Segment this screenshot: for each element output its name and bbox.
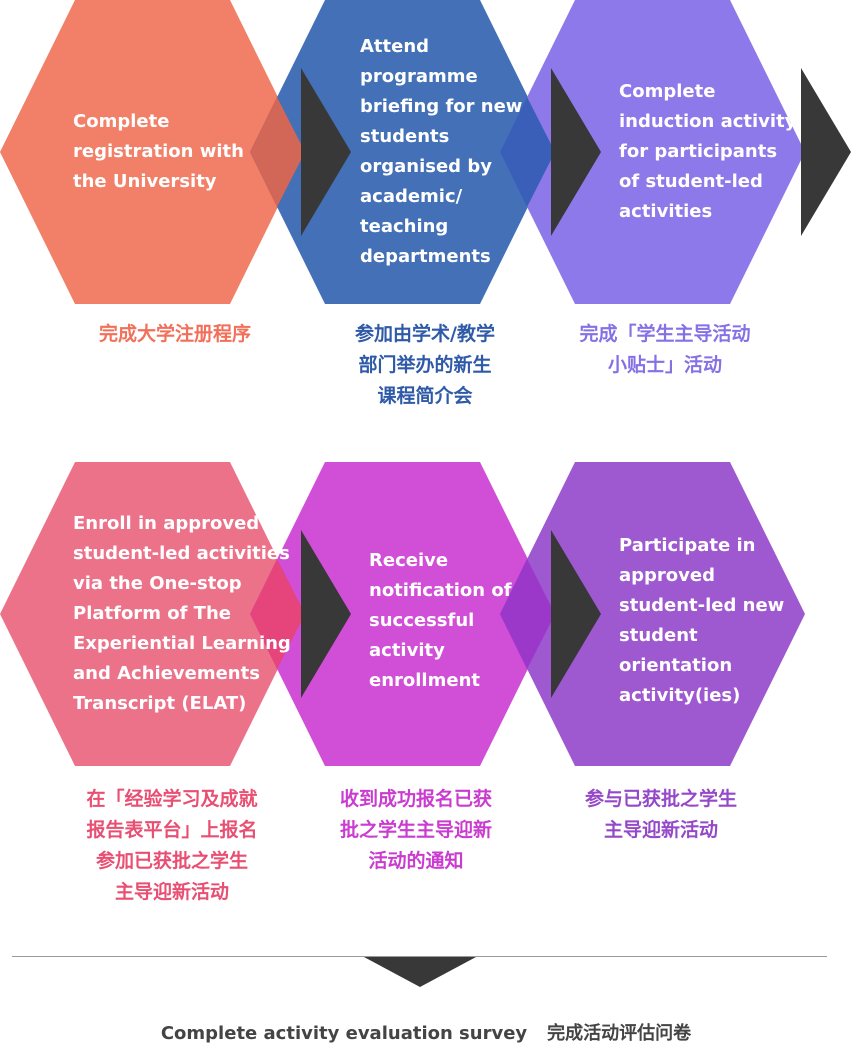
arrow-step-3-next — [801, 68, 851, 236]
step-6-caption: 参与已获批之学生 主导迎新活动 — [584, 788, 737, 841]
step-4-text: Enroll in approved student-led activitie… — [73, 513, 291, 714]
hexagon-step-4 — [0, 462, 305, 766]
step-3-text: Complete induction activity for particip… — [619, 81, 797, 222]
overlap-step-5-6 — [500, 559, 555, 669]
arrow-step-5-to-6 — [551, 530, 601, 698]
arrow-step-4-to-5 — [301, 530, 351, 698]
hexagon-step-3 — [500, 0, 805, 304]
step-1-caption: 完成大学注册程序 — [98, 323, 251, 345]
overlap-step-2-3 — [500, 97, 555, 207]
hexagon-step-2 — [250, 0, 555, 304]
divider-line — [12, 956, 827, 957]
final-step: Complete activity evaluation survey 完成活动评… — [0, 1019, 852, 1045]
step-6-text: Participate in approved student-led new … — [619, 535, 785, 706]
step-3-caption: 完成「学生主导活动 小贴士」活动 — [579, 323, 751, 376]
overlap-step-4-5 — [250, 559, 305, 669]
arrow-step-1-to-2 — [301, 68, 351, 236]
step-5-text: Receive notification of successful activ… — [369, 550, 512, 691]
arrow-step-2-to-3 — [551, 68, 601, 236]
step-5-caption: 收到成功报名已获 批之学生主导迎新 活动的通知 — [339, 788, 492, 872]
hexagon-step-6 — [500, 462, 805, 766]
final-step-text-zh: 完成活动评估问卷 — [547, 1023, 692, 1044]
final-step-text-en: Complete activity evaluation survey — [160, 1023, 528, 1044]
step-2-text: Attend programme briefing for new studen… — [360, 36, 523, 267]
overlap-step-1-2 — [250, 97, 305, 207]
step-2-caption: 参加由学术/教学 部门举办的新生 课程简介会 — [355, 323, 495, 407]
arrow-down-to-survey — [364, 957, 476, 987]
hexagon-step-1 — [0, 0, 305, 304]
step-4-caption: 在「经验学习及成就 报告表平台」上报名 参加已获批之学生 主导迎新活动 — [86, 788, 258, 903]
hexagon-step-5 — [250, 462, 555, 766]
step-1-text: Complete registration with the Universit… — [73, 111, 244, 192]
